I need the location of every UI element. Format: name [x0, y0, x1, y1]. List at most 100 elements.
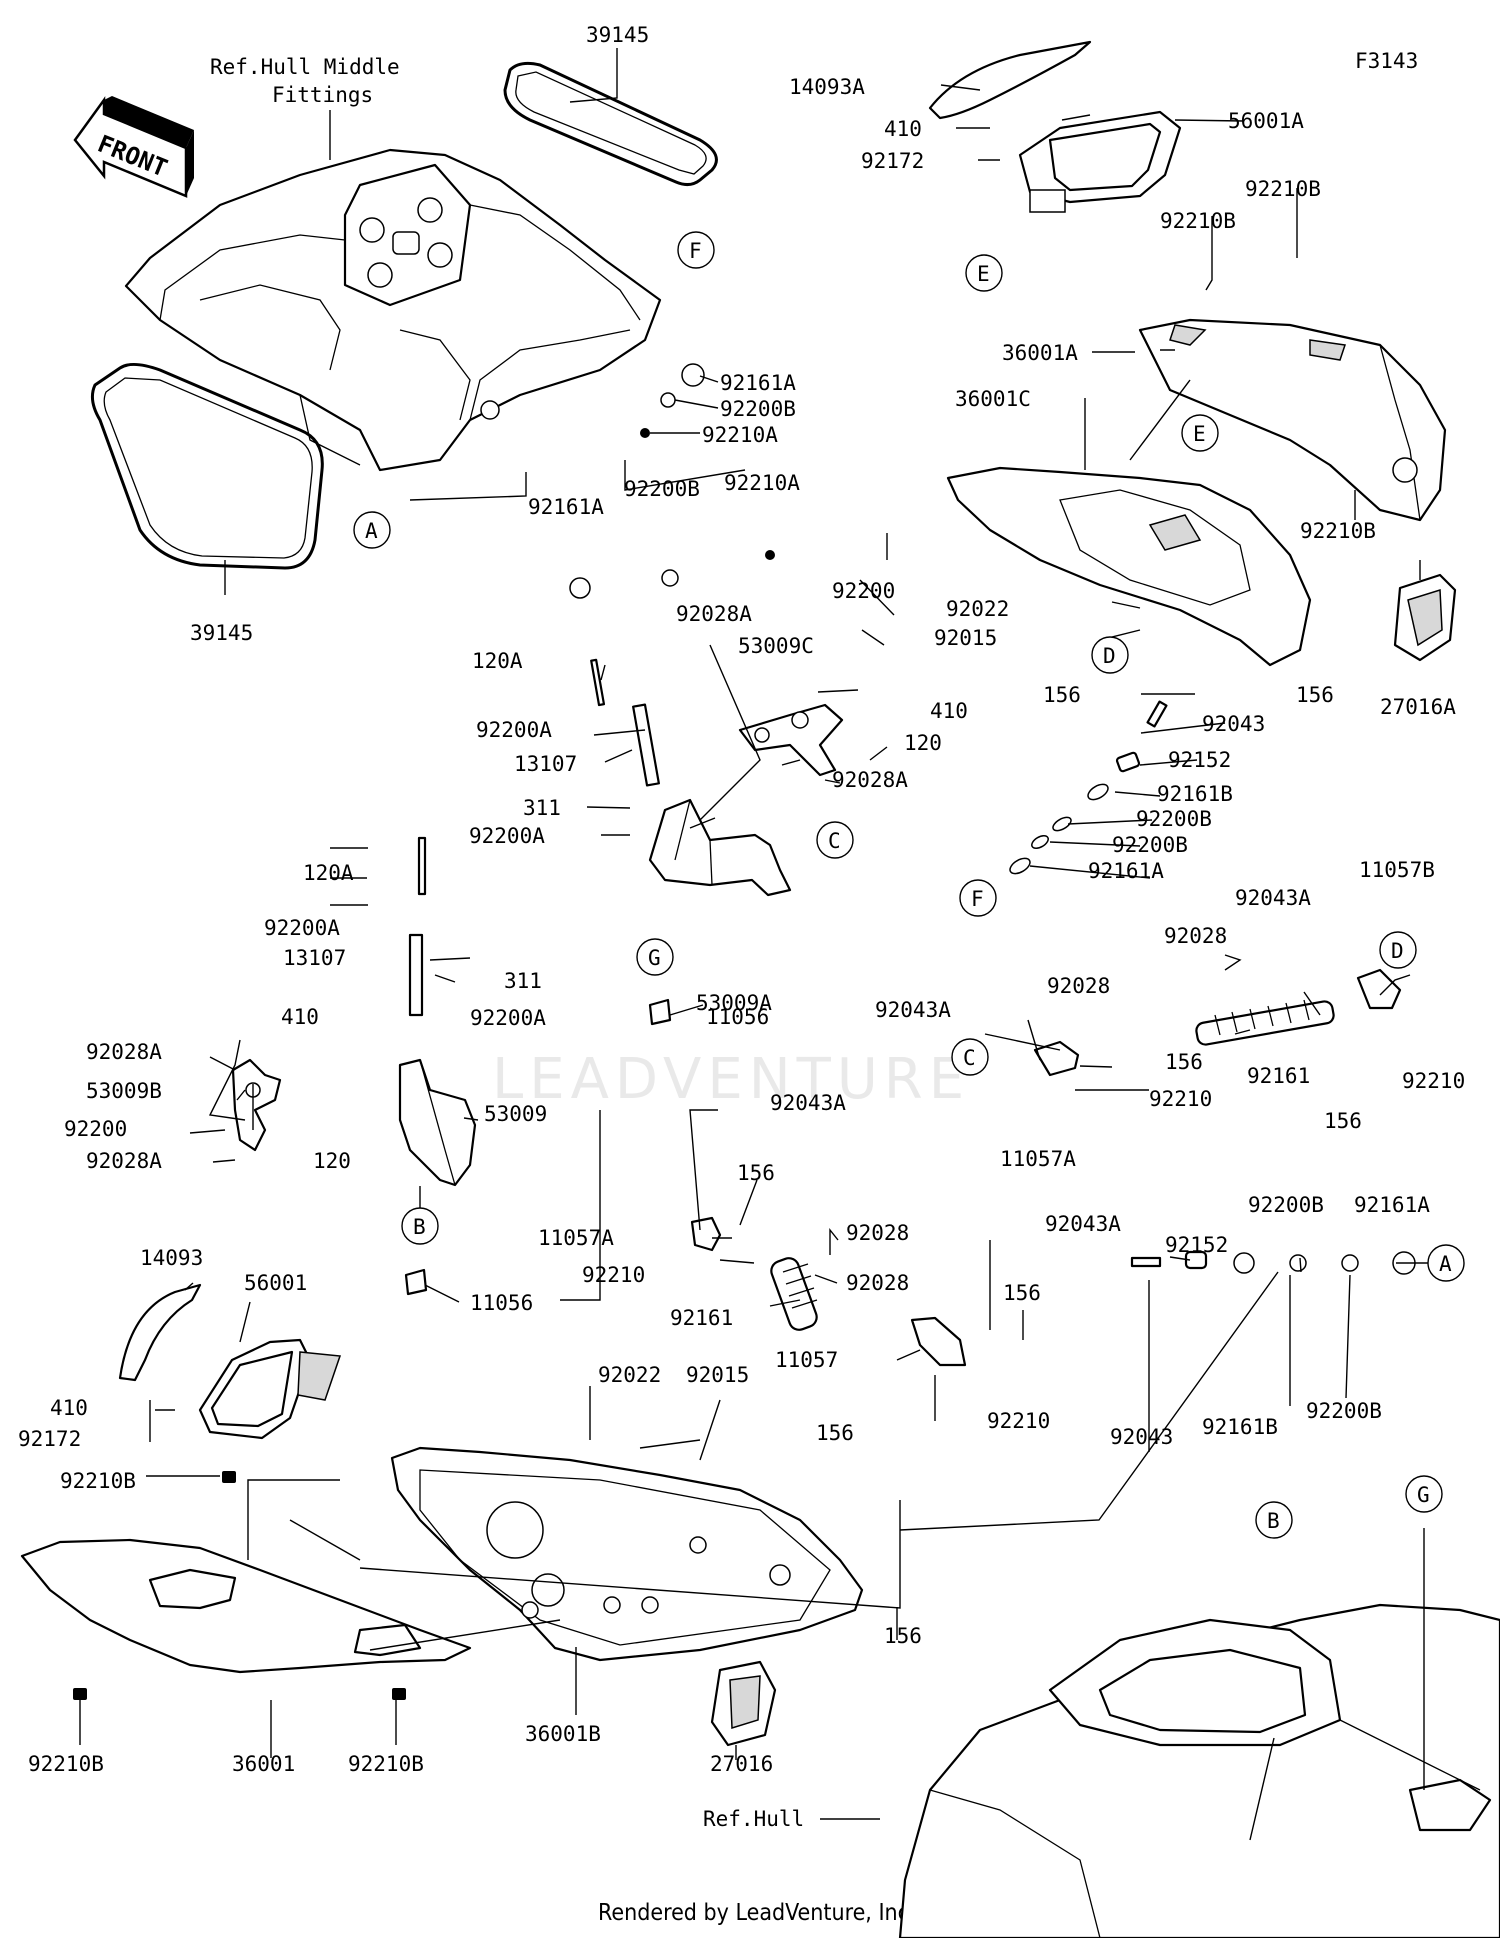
label-92161A-d: 92161A	[1354, 1193, 1430, 1217]
footer-credit: Rendered by LeadVenture, Inc.	[598, 1900, 916, 1926]
label-92200A-b: 92200A	[469, 824, 545, 848]
callout-E-2: E	[1181, 414, 1219, 452]
label-120-b-top: 120	[904, 731, 942, 755]
label-92022-a: 92022	[946, 597, 1009, 621]
label-53009: 53009	[484, 1102, 547, 1126]
label-92161A-b: 92161A	[528, 495, 604, 519]
svg-text:A: A	[1439, 1252, 1452, 1276]
svg-text:F: F	[971, 887, 984, 911]
hardware-stack-center	[1130, 1250, 1416, 1275]
label-92015-b: 92015	[686, 1363, 749, 1387]
label-14093: 14093	[140, 1246, 203, 1270]
label-53009C: 53009C	[738, 634, 814, 658]
callout-G-1: G	[636, 938, 674, 976]
label-92200B-e: 92200B	[1248, 1193, 1324, 1217]
label-27016: 27016	[710, 1752, 773, 1776]
label-92043-a: 92043	[1202, 712, 1265, 736]
part-53009A	[648, 798, 792, 897]
label-92200B-a: 92200B	[720, 397, 796, 421]
callout-B-2: B	[1255, 1501, 1293, 1539]
part-36001A	[1138, 318, 1447, 522]
label-120-b: 120	[313, 1149, 351, 1173]
callout-C-2: C	[951, 1038, 989, 1076]
label-36001: 36001	[232, 1752, 295, 1776]
part-11056-a	[648, 998, 672, 1026]
gasket-39145-top	[503, 61, 718, 187]
hardware-stack-top	[569, 363, 775, 599]
label-92200-b: 92200	[64, 1117, 127, 1141]
part-120A-b	[417, 836, 427, 896]
label-92200A-c: 92200A	[264, 916, 340, 940]
part-14093	[118, 1283, 202, 1382]
label-92172-a: 92172	[861, 149, 924, 173]
label-13107-a: 13107	[514, 752, 577, 776]
svg-text:B: B	[413, 1215, 426, 1239]
label-92028A-b: 92028A	[832, 768, 908, 792]
part-36001	[20, 1471, 472, 1700]
label-311-b: 311	[504, 969, 542, 993]
label-92172-b: 92172	[18, 1427, 81, 1451]
label-92028-b: 92028	[1047, 974, 1110, 998]
callout-A-2: A	[1427, 1244, 1465, 1282]
label-36001B: 36001B	[525, 1722, 601, 1746]
part-13107-b	[408, 933, 424, 1017]
part-13107-a	[632, 703, 660, 787]
label-92043A-d: 92043A	[1045, 1212, 1121, 1236]
label-92028A-d: 92028A	[86, 1149, 162, 1173]
label-11056-b: 11056	[470, 1291, 533, 1315]
svg-text:C: C	[828, 829, 841, 853]
label-92200B-b: 92200B	[624, 477, 700, 501]
label-92200B-d: 92200B	[1112, 833, 1188, 857]
label-156-c: 156	[1165, 1050, 1203, 1074]
label-11057A-a: 11057A	[1000, 1147, 1076, 1171]
label-156-e: 156	[737, 1161, 775, 1185]
part-labels: 39145 39145 14093A 410 92172 56001A 9221…	[18, 23, 1465, 1776]
label-56001A: 56001A	[1228, 109, 1304, 133]
label-92028-a: 92028	[1164, 924, 1227, 948]
label-53009B: 53009B	[86, 1079, 162, 1103]
label-92200A-a: 92200A	[476, 718, 552, 742]
callout-G-2: G	[1405, 1475, 1443, 1513]
callout-D-1: D	[1091, 636, 1129, 674]
label-92152-b: 92152	[1165, 1233, 1228, 1257]
label-92022-b: 92022	[598, 1363, 661, 1387]
svg-text:C: C	[963, 1046, 976, 1070]
label-92210A-b: 92210A	[724, 471, 800, 495]
label-56001: 56001	[244, 1271, 307, 1295]
label-92210-c: 92210	[582, 1263, 645, 1287]
svg-text:E: E	[977, 262, 990, 286]
label-120A-b: 120A	[303, 861, 354, 885]
label-92200-a: 92200	[832, 579, 895, 603]
watermark: LEADVENTURE	[492, 1047, 970, 1112]
label-92028-d: 92028	[846, 1271, 909, 1295]
ref-hull-shape	[898, 1603, 1500, 1938]
svg-text:D: D	[1391, 939, 1404, 963]
label-311-a: 311	[523, 796, 561, 820]
callout-F-2: F	[959, 879, 997, 917]
label-53009A: 53009A	[696, 991, 772, 1015]
svg-text:D: D	[1103, 644, 1116, 668]
label-92043A-c: 92043A	[770, 1091, 846, 1115]
label-11057A-b: 11057A	[538, 1226, 614, 1250]
label-92015-a: 92015	[934, 626, 997, 650]
ref-fittings: Fittings	[272, 83, 373, 107]
label-92161-b: 92161	[670, 1306, 733, 1330]
label-92200B-c: 92200B	[1136, 807, 1212, 831]
part-11056-b	[404, 1268, 428, 1296]
label-92043A-b: 92043A	[875, 998, 951, 1022]
part-92161-center	[770, 1257, 818, 1331]
callout-B-1: B	[401, 1207, 439, 1245]
label-92210-d: 92210	[987, 1409, 1050, 1433]
svg-text:F: F	[689, 239, 702, 263]
label-156-g: 156	[816, 1421, 854, 1445]
part-53009C	[738, 703, 844, 777]
part-11057B	[1356, 968, 1402, 1010]
part-36001B	[390, 1446, 864, 1662]
label-92161A-a: 92161A	[720, 371, 796, 395]
label-13107-b: 13107	[283, 946, 346, 970]
label-92028-c: 92028	[846, 1221, 909, 1245]
callout-C-1: C	[816, 821, 854, 859]
label-156-f: 156	[1003, 1281, 1041, 1305]
label-410-b: 410	[930, 699, 968, 723]
